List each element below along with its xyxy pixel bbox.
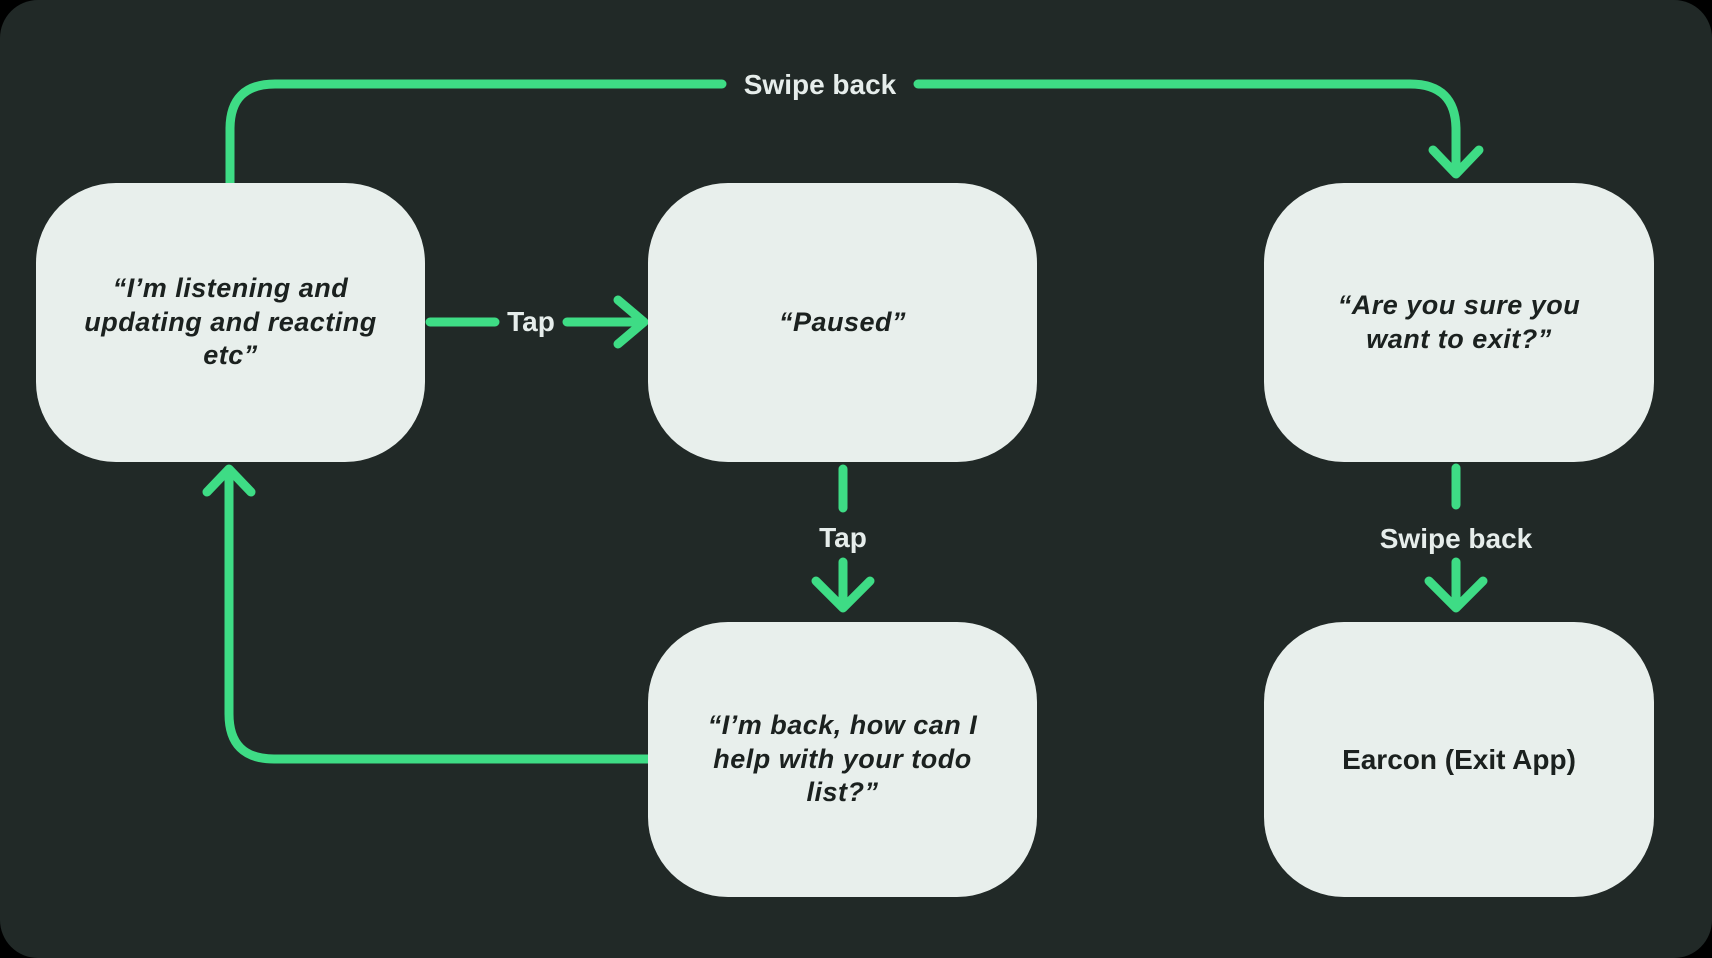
edge-swipe-back-top-right-segment-arrow: [913, 79, 1484, 179]
node-paused: “Paused”: [648, 183, 1037, 462]
node-listening-text: “I’m listening and updating and reacting…: [84, 272, 377, 371]
edge-label-tap-down: Tap: [819, 522, 867, 553]
edge-tap-down-arrow: [811, 464, 875, 613]
node-confirm-exit-text: “Are you sure you want to exit?”: [1337, 289, 1581, 354]
edge-swipe-back-down-arrow: [1424, 463, 1488, 613]
node-back-todo-text: “I’m back, how can I help with your todo…: [707, 709, 978, 808]
node-listening: “I’m listening and updating and reacting…: [36, 183, 425, 462]
edge-loop-back-arrow: [202, 464, 653, 764]
edge-swipe-back-top-left-segment: [225, 79, 727, 189]
edge-label-swipe-back-down: Swipe back: [1379, 523, 1533, 554]
node-paused-text: “Paused”: [778, 306, 907, 337]
node-earcon-exit-app: Earcon (Exit App): [1264, 622, 1654, 897]
edge-tap-right-arrow: [425, 295, 649, 349]
edge-label-tap-right: Tap: [507, 306, 555, 337]
edge-label-swipe-back-top: Swipe back: [743, 69, 897, 100]
node-confirm-exit: “Are you sure you want to exit?”: [1264, 183, 1654, 462]
node-earcon-exit-app-text: Earcon (Exit App): [1342, 744, 1576, 775]
node-back-todo: “I’m back, how can I help with your todo…: [648, 622, 1037, 897]
